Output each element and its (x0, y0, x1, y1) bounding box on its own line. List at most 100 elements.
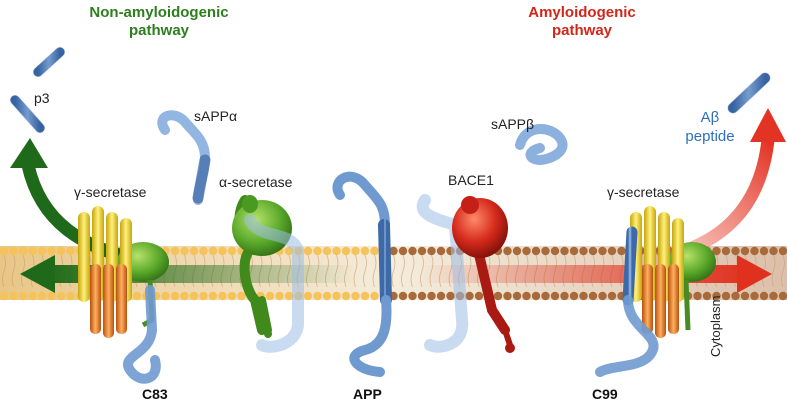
cytoplasm-label: Cytoplasm (708, 295, 723, 357)
lipid-head (759, 246, 769, 256)
lipid-head (607, 291, 617, 301)
lipid-head (341, 246, 351, 256)
lipid-head (189, 291, 199, 301)
lipid-head (237, 291, 246, 301)
c83-label: C83 (142, 386, 168, 402)
lipid-head (208, 291, 218, 301)
lipid-head (322, 246, 332, 256)
lipid-head (303, 246, 313, 256)
lipid-head (132, 291, 142, 301)
lipid-head (322, 291, 332, 301)
sappb-label: sAPPβ (491, 116, 535, 132)
lipid-head (351, 291, 360, 301)
lipid-head (66, 291, 75, 301)
lipid-head (569, 291, 579, 301)
lipid-head (18, 246, 28, 256)
gamma-secretase-left (78, 206, 169, 338)
lipid-head (531, 291, 541, 301)
lipid-head (607, 246, 617, 256)
lipid-head (218, 291, 227, 301)
lipid-head (446, 291, 455, 301)
lipid-head (712, 246, 721, 256)
lipid-tail (11, 254, 16, 288)
lipid-head (512, 291, 522, 301)
lipid-head (474, 291, 484, 301)
lipid-head (0, 246, 9, 256)
amyloidogenic-title-line2: pathway (551, 22, 612, 39)
lipid-head (199, 246, 208, 256)
lipid-head (218, 246, 227, 256)
lipid-head (579, 291, 588, 301)
lipid-head (180, 291, 189, 301)
lipid-head (569, 246, 579, 256)
lipid-head (550, 246, 560, 256)
lipid-head (740, 246, 750, 256)
lipid-head (778, 291, 787, 301)
abeta-label-line2: peptide (685, 128, 735, 145)
lipid-head (617, 246, 626, 256)
lipid-head (465, 291, 474, 301)
lipid-head (417, 291, 427, 301)
lipid-head (541, 246, 550, 256)
lipid-head (408, 291, 417, 301)
lipid-tail (363, 254, 367, 288)
c99-label: C99 (592, 386, 618, 402)
lipid-head (398, 246, 408, 256)
lipid-head (769, 246, 778, 256)
sappb-fragment (515, 124, 568, 166)
p3-fragment (10, 47, 65, 133)
lipid-head (47, 291, 56, 301)
lipid-head (588, 246, 598, 256)
lipid-tail (391, 254, 396, 288)
lipid-head (208, 246, 218, 256)
lipid-tail (781, 254, 785, 288)
alpha-secretase-label: α-secretase (219, 174, 293, 190)
lipid-head (170, 246, 180, 256)
lipid-head (370, 246, 379, 256)
lipid-head (37, 246, 47, 256)
lipid-head (332, 246, 341, 256)
lipid-head (275, 291, 284, 301)
lipid-head (9, 246, 18, 256)
lipid-head (313, 291, 322, 301)
amyloidogenic-title-line1: Amyloidogenic (528, 4, 636, 21)
lipid-head (18, 291, 28, 301)
lipid-head (398, 291, 408, 301)
lipid-head (227, 291, 237, 301)
gamma-secretase-right (630, 206, 716, 338)
lipid-head (161, 291, 170, 301)
abeta-label: Aβ peptide (678, 108, 742, 146)
abeta-label-line1: Aβ (700, 109, 720, 126)
lipid-head (351, 246, 360, 256)
lipid-head (427, 291, 436, 301)
c99-fragment (595, 226, 659, 377)
bace1-label: BACE1 (448, 172, 494, 188)
lipid-tail (771, 254, 776, 288)
p3-label: p3 (34, 90, 50, 106)
lipid-head (721, 291, 731, 301)
lipid-head (332, 291, 341, 301)
lipid-head (265, 291, 275, 301)
non-amyloidogenic-title-line2: pathway (128, 22, 189, 39)
app-label: APP (353, 386, 382, 402)
lipid-head (436, 291, 446, 301)
c83-fragment (123, 285, 161, 384)
lipid-head (541, 291, 550, 301)
lipid-head (522, 246, 531, 256)
lipid-head (750, 291, 759, 301)
lipid-head (522, 291, 531, 301)
lipid-head (47, 246, 56, 256)
lipid-head (531, 246, 541, 256)
lipid-head (436, 246, 446, 256)
lipid-head (493, 291, 503, 301)
gamma-secretase-left-label: γ-secretase (74, 184, 147, 200)
lipid-head (598, 246, 607, 256)
non-amyloidogenic-title-line1: Non-amyloidogenic (89, 4, 229, 21)
sappa-label: sAPPα (194, 108, 238, 124)
lipid-head (731, 246, 740, 256)
lipid-head (56, 291, 66, 301)
lipid-head (56, 246, 66, 256)
lipid-tail (372, 254, 377, 288)
lipid-head (712, 291, 721, 301)
